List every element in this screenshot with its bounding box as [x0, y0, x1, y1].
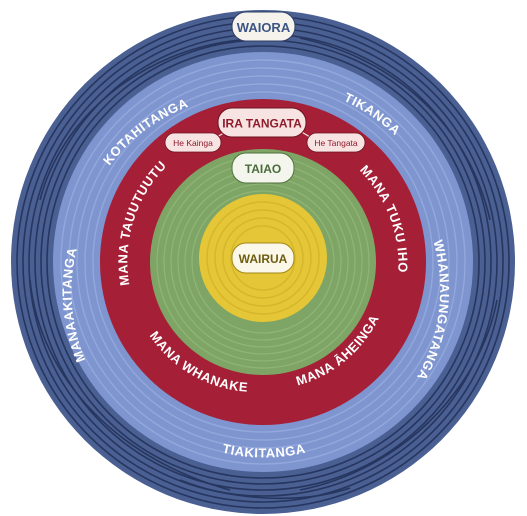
blue-ring-pattern — [60, 59, 466, 465]
taiao-pill: TAIAO — [231, 152, 295, 184]
label-tiakitanga: TIAKITANGA — [221, 441, 307, 461]
svg-text:He Tangata: He Tangata — [314, 138, 358, 148]
svg-text:He Kainga: He Kainga — [173, 138, 213, 148]
svg-text:TAIAO: TAIAO — [245, 162, 281, 176]
wairua-pill: WAIRUA — [231, 242, 295, 274]
svg-text:IRA TANGATA: IRA TANGATA — [222, 117, 302, 131]
waiora-pill: WAIORA — [231, 11, 296, 42]
svg-text:WAIRUA: WAIRUA — [239, 252, 288, 266]
ira-tangata-group: IRA TANGATA He Kainga He Tangata — [164, 107, 366, 153]
svg-text:WAIORA: WAIORA — [237, 20, 291, 35]
core-spiral — [206, 201, 320, 315]
